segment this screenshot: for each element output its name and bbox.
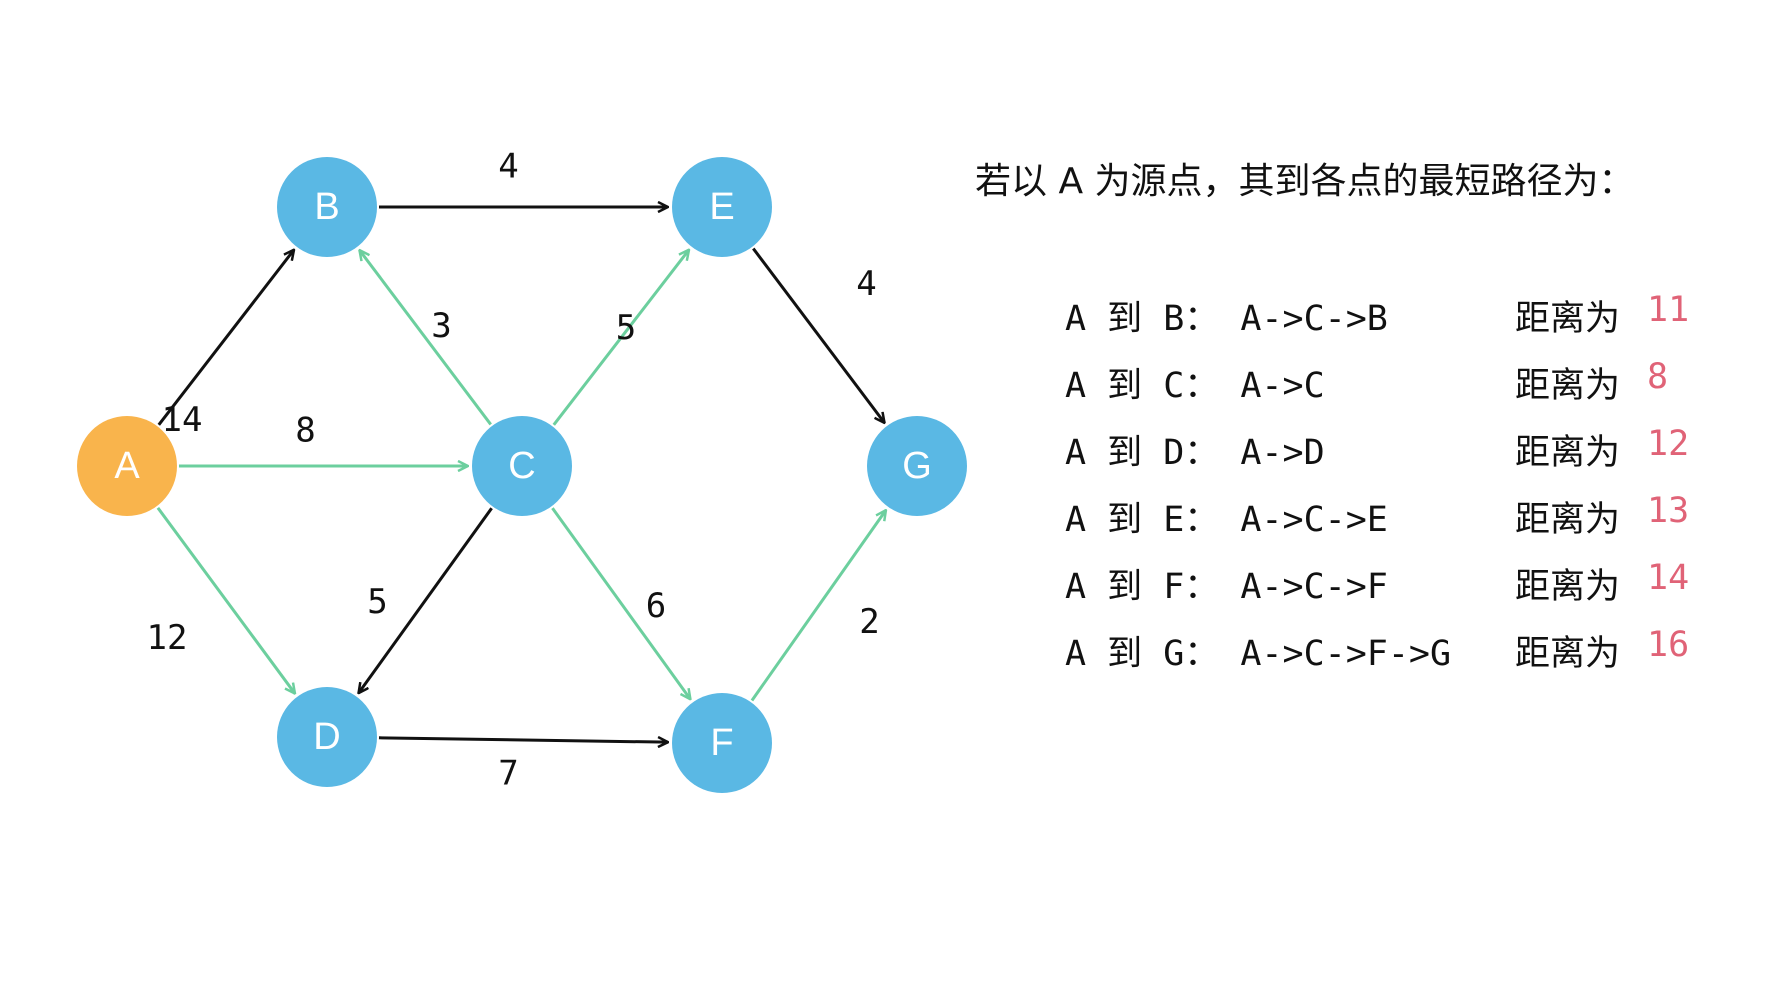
row-distance-value: 14 [1647, 558, 1690, 598]
node-label: A [114, 445, 140, 487]
node-label: B [314, 186, 339, 228]
edge-e-g [752, 247, 884, 423]
node-c: C [472, 416, 572, 516]
edge-a-d [156, 506, 295, 694]
row-route: A 到 B： A->C->B [1065, 299, 1388, 339]
node-circle [77, 416, 177, 516]
edge-weight-a-d: 12 [147, 618, 188, 658]
node-d: D [277, 687, 377, 787]
row-distance-value: 12 [1647, 424, 1690, 464]
node-f: F [672, 693, 772, 793]
node-label: E [709, 186, 734, 228]
edge-c-e [552, 250, 689, 426]
node-label: D [313, 716, 340, 758]
row-distance-label: 距离为 [1515, 500, 1621, 540]
node-circle [277, 687, 377, 787]
summary-row-e: A 到 E： A->C->E 距离为 13 [1065, 491, 1689, 547]
row-distance-value: 8 [1647, 357, 1669, 397]
edge-weight-d-f: 7 [498, 754, 518, 794]
row-route: A 到 D： A->D [1065, 433, 1325, 473]
edge-f-g [750, 510, 886, 702]
summary-row-g: A 到 G： A->C->F->G 距离为 16 [1065, 625, 1689, 681]
row-distance-label: 距离为 [1515, 433, 1621, 473]
node-circle [672, 157, 772, 257]
row-route: A 到 F： A->C->F [1065, 567, 1388, 607]
edge-a-b [157, 250, 294, 426]
node-circle [472, 416, 572, 516]
row-route: A 到 E： A->C->E [1065, 500, 1388, 540]
edge-weight-b-e: 4 [498, 147, 518, 187]
node-a: A [77, 416, 177, 516]
summary-row-f: A 到 F： A->C->F 距离为 14 [1065, 558, 1689, 614]
edge-weight-c-e: 5 [616, 308, 636, 348]
summary-row-b: A 到 B： A->C->B 距离为 11 [1065, 290, 1689, 346]
row-route: A 到 G： A->C->F->G [1065, 634, 1452, 674]
row-distance-label: 距离为 [1515, 567, 1621, 607]
summary-row-c: A 到 C： A->C 距离为 8 [1065, 357, 1668, 413]
edge-c-b [359, 250, 492, 426]
row-distance-label: 距离为 [1515, 299, 1621, 339]
node-g: G [867, 416, 967, 516]
edge-weight-a-b: 14 [162, 400, 203, 440]
edge-d-f [378, 738, 668, 742]
node-circle [867, 416, 967, 516]
node-circle [277, 157, 377, 257]
summary-row-d: A 到 D： A->D 距离为 12 [1065, 424, 1689, 480]
node-label: G [902, 445, 932, 487]
edge-weight-c-f: 6 [646, 586, 666, 626]
row-distance-value: 13 [1647, 491, 1690, 531]
row-distance-value: 16 [1647, 625, 1690, 665]
nodes-layer: A B C D E F G [77, 157, 967, 793]
node-circle [672, 693, 772, 793]
edge-c-d [359, 507, 493, 693]
row-route: A 到 C： A->C [1065, 366, 1325, 406]
edge-weight-f-g: 2 [859, 602, 879, 642]
graph-diagram: 14 8 12 4 3 5 5 6 7 4 2 A B C D E F G [77, 147, 967, 794]
summary-title: 若以 A 为源点，其到各点的最短路径为： [975, 161, 1635, 202]
node-label: F [710, 722, 733, 764]
row-distance-label: 距离为 [1515, 634, 1621, 674]
edge-weight-c-d: 5 [367, 582, 387, 622]
node-label: C [508, 445, 535, 487]
node-b: B [277, 157, 377, 257]
edge-weight-c-b: 3 [431, 306, 451, 346]
row-distance-value: 11 [1647, 290, 1690, 330]
edge-c-f [551, 507, 690, 699]
row-distance-label: 距离为 [1515, 366, 1621, 406]
edge-weight-e-g: 4 [856, 264, 876, 304]
node-e: E [672, 157, 772, 257]
edge-weight-a-c: 8 [295, 411, 315, 451]
edges-layer: 14 8 12 4 3 5 5 6 7 4 2 [147, 147, 886, 794]
